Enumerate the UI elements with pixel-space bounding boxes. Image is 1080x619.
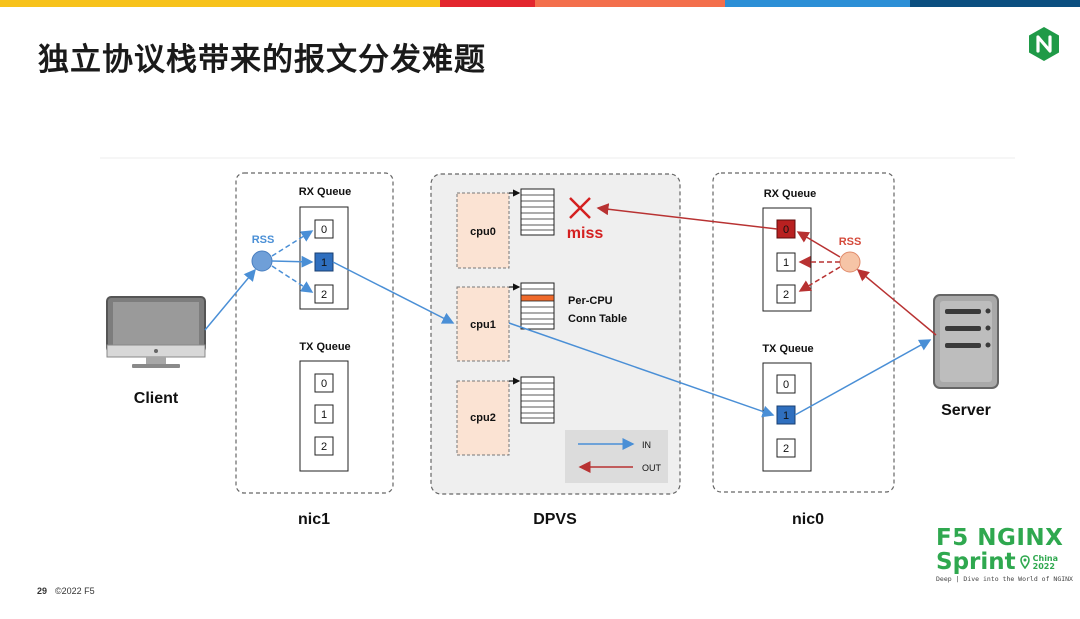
nic0-tx-queue-0-label: 0	[783, 379, 789, 391]
client-computer-icon	[106, 296, 206, 368]
nic0-rx-queue-1	[776, 252, 796, 272]
nic1-tx-queue-1-label: 1	[321, 409, 327, 421]
page-number: 29	[37, 586, 48, 596]
nic0-tx-title: TX Queue	[762, 343, 813, 355]
nic1-rx-queue-0	[314, 219, 334, 239]
footer: 29 ©2022 F5	[37, 586, 95, 596]
cpu0-label: cpu0	[470, 226, 496, 238]
miss-cross-icon	[569, 197, 591, 219]
nic0-rss-to-queue-0	[796, 231, 841, 258]
client-label: Client	[134, 390, 179, 407]
nic0-queue0-to-cpu0-arrow	[596, 203, 778, 230]
nic0-rx-title: RX Queue	[764, 188, 817, 200]
brand-china: China	[1032, 554, 1059, 563]
brand-tagline: Deep | Dive into the World of NGINX	[936, 575, 1073, 583]
cpu0-conn-table	[520, 188, 555, 236]
nic1-rx-queue-1-label: 1	[321, 257, 327, 269]
nic1-rx-queue-0-label: 0	[321, 224, 327, 236]
cpu2-box	[456, 380, 510, 456]
cpu1-conn-table	[520, 282, 555, 330]
top-bar-segment-yellow	[0, 0, 440, 7]
nginx-logo-icon	[1029, 27, 1059, 61]
conn-table-label-line2: Conn Table	[568, 313, 627, 325]
server-to-nic0-rss-arrow	[856, 269, 937, 336]
brand-location: China 2022	[1033, 555, 1058, 571]
nic1-tx-queue-1	[314, 404, 334, 424]
event-branding: F5 NGINX Sprint China 2022 Deep | Dive i…	[936, 525, 1073, 583]
top-bar-segment-navy	[910, 0, 1080, 7]
nic0-tx-queue-2	[776, 438, 796, 458]
nic0-box	[712, 172, 895, 493]
nic1-tx-queue-2-label: 2	[321, 441, 327, 453]
cpu2-conn-table	[520, 376, 555, 424]
nic1-rx-title: RX Queue	[299, 186, 352, 198]
slide-title: 独立协议栈带来的报文分发难题	[38, 42, 486, 78]
server-label: Server	[941, 402, 991, 419]
nic1-box	[235, 172, 394, 494]
legend-in-label: IN	[642, 440, 651, 450]
nic1-tx-queue-0	[314, 373, 334, 393]
top-bar-segment-orange	[535, 0, 725, 7]
top-bar-segment-red	[440, 0, 535, 7]
miss-label: miss	[567, 225, 604, 242]
client-to-nic1-arrow	[204, 268, 256, 331]
nic1-rx-queue-2-label: 2	[321, 289, 327, 301]
dpvs-label: DPVS	[533, 511, 577, 528]
nic1-tx-title: TX Queue	[299, 341, 350, 353]
legend-out-label: OUT	[642, 463, 662, 473]
nic1-rx-queue-2	[314, 284, 334, 304]
nic1-tx-queue-2	[314, 436, 334, 456]
location-pin-icon	[1019, 555, 1030, 569]
cpu1-to-nic0-tx-arrow	[508, 322, 775, 418]
cpu0-box	[456, 192, 510, 269]
cpu1-box	[456, 286, 510, 362]
nic0-rx-queue-0-label: 0	[783, 224, 789, 236]
nic0-rx-queue-2	[776, 284, 796, 304]
nic0-rx-queue-2-label: 2	[783, 289, 789, 301]
nic0-rx-queue-1-label: 1	[783, 257, 789, 269]
nic0-rss-node	[839, 251, 861, 273]
brand-sprint: Sprint	[936, 549, 1016, 575]
nic1-rss-label: RSS	[252, 234, 275, 246]
brand-sprint-row: Sprint China 2022	[936, 550, 1066, 574]
nic0-tx-to-server-arrow	[794, 339, 932, 416]
nic1-rss-to-queue-1	[271, 255, 314, 268]
legend-box	[565, 430, 668, 483]
brand-f5-nginx: F5 NGINX	[936, 525, 1064, 551]
server-icon	[933, 294, 999, 389]
cpu1-label: cpu1	[470, 319, 496, 331]
nic0-label: nic0	[792, 511, 824, 528]
copyright: ©2022 F5	[55, 586, 95, 596]
nic1-tx-queue-0-label: 0	[321, 378, 327, 390]
conn-table-label-line1: Per-CPU	[568, 295, 613, 307]
top-color-bar	[0, 0, 1080, 7]
nic0-rss-label: RSS	[839, 236, 862, 248]
nic1-label: nic1	[298, 511, 330, 528]
top-bar-segment-blue	[725, 0, 910, 7]
nic0-tx-queue-0	[776, 374, 796, 394]
brand-year: 2022	[1032, 562, 1055, 571]
nic1-queue1-to-cpu1-arrow	[332, 261, 455, 324]
nic1-rss-node	[251, 250, 273, 272]
nic0-tx-queue-1-label: 1	[783, 410, 789, 422]
nic0-tx-queue-2-label: 2	[783, 443, 789, 455]
cpu2-label: cpu2	[470, 412, 496, 424]
